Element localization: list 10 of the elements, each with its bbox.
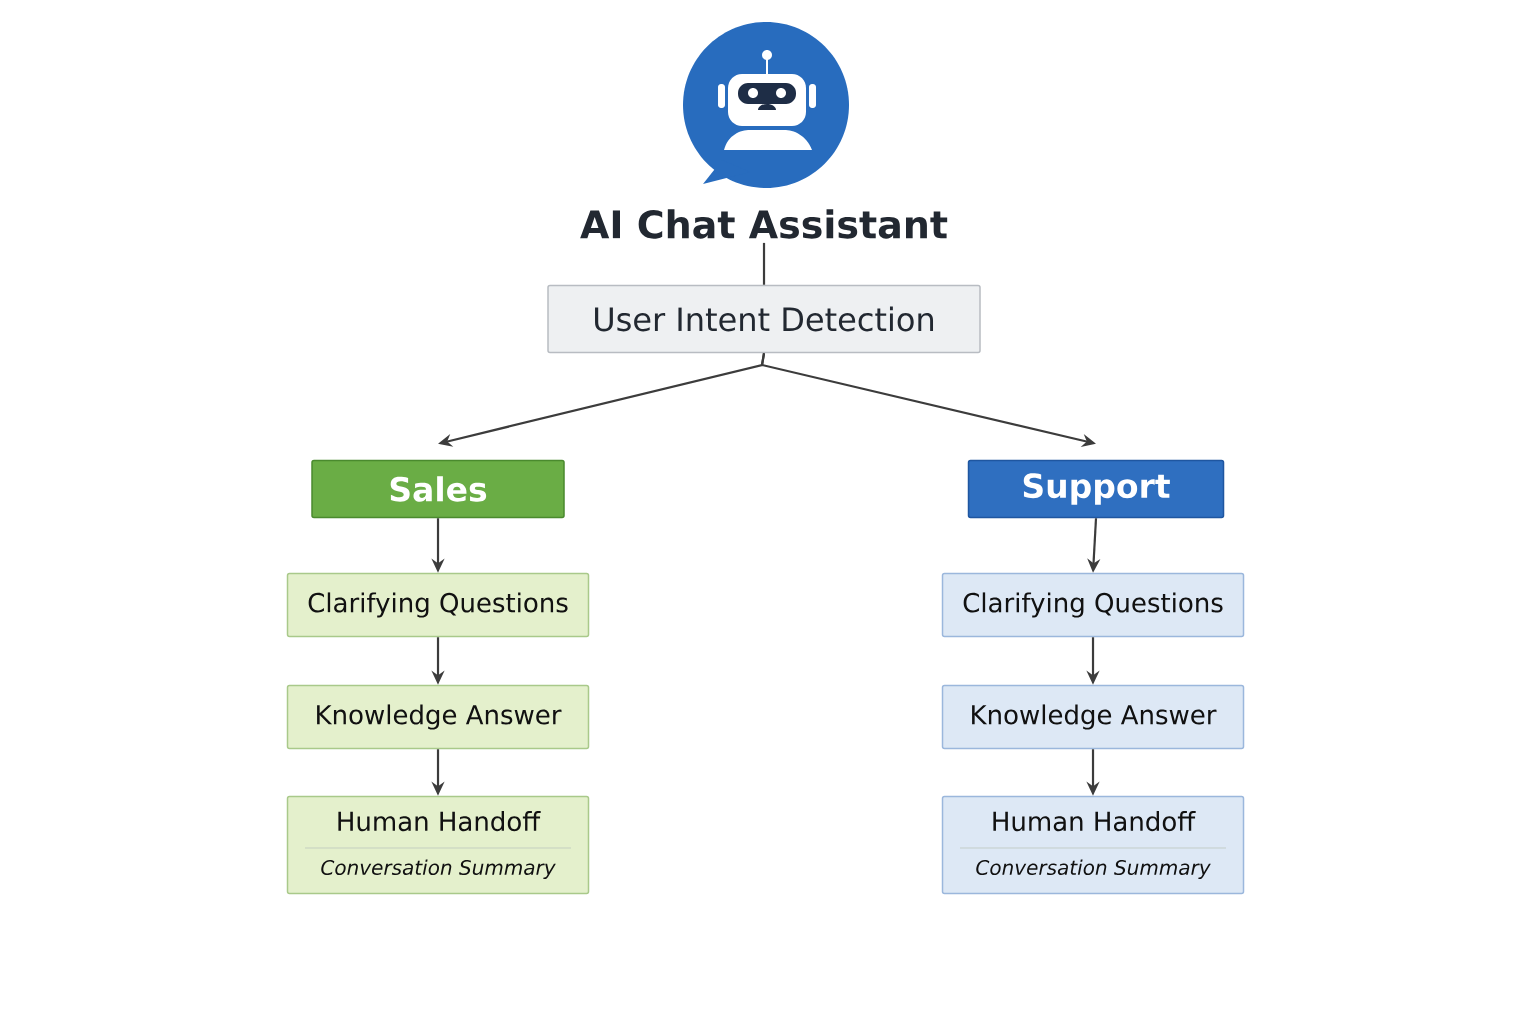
- step-box: Human Handoff Conversation Summary: [286, 795, 590, 895]
- category-header: Sales: [311, 459, 565, 519]
- step-box: Human Handoff Conversation Summary: [941, 795, 1245, 895]
- step-box: Knowledge Answer: [286, 684, 590, 750]
- step-box: Clarifying Questions: [941, 572, 1245, 638]
- process-box: User Intent Detection: [547, 284, 981, 354]
- step-box: Knowledge Answer: [941, 684, 1245, 750]
- title-text: AI Chat Assistant: [580, 209, 948, 239]
- step-box: Clarifying Questions: [286, 572, 590, 638]
- category-header: Support: [967, 459, 1225, 519]
